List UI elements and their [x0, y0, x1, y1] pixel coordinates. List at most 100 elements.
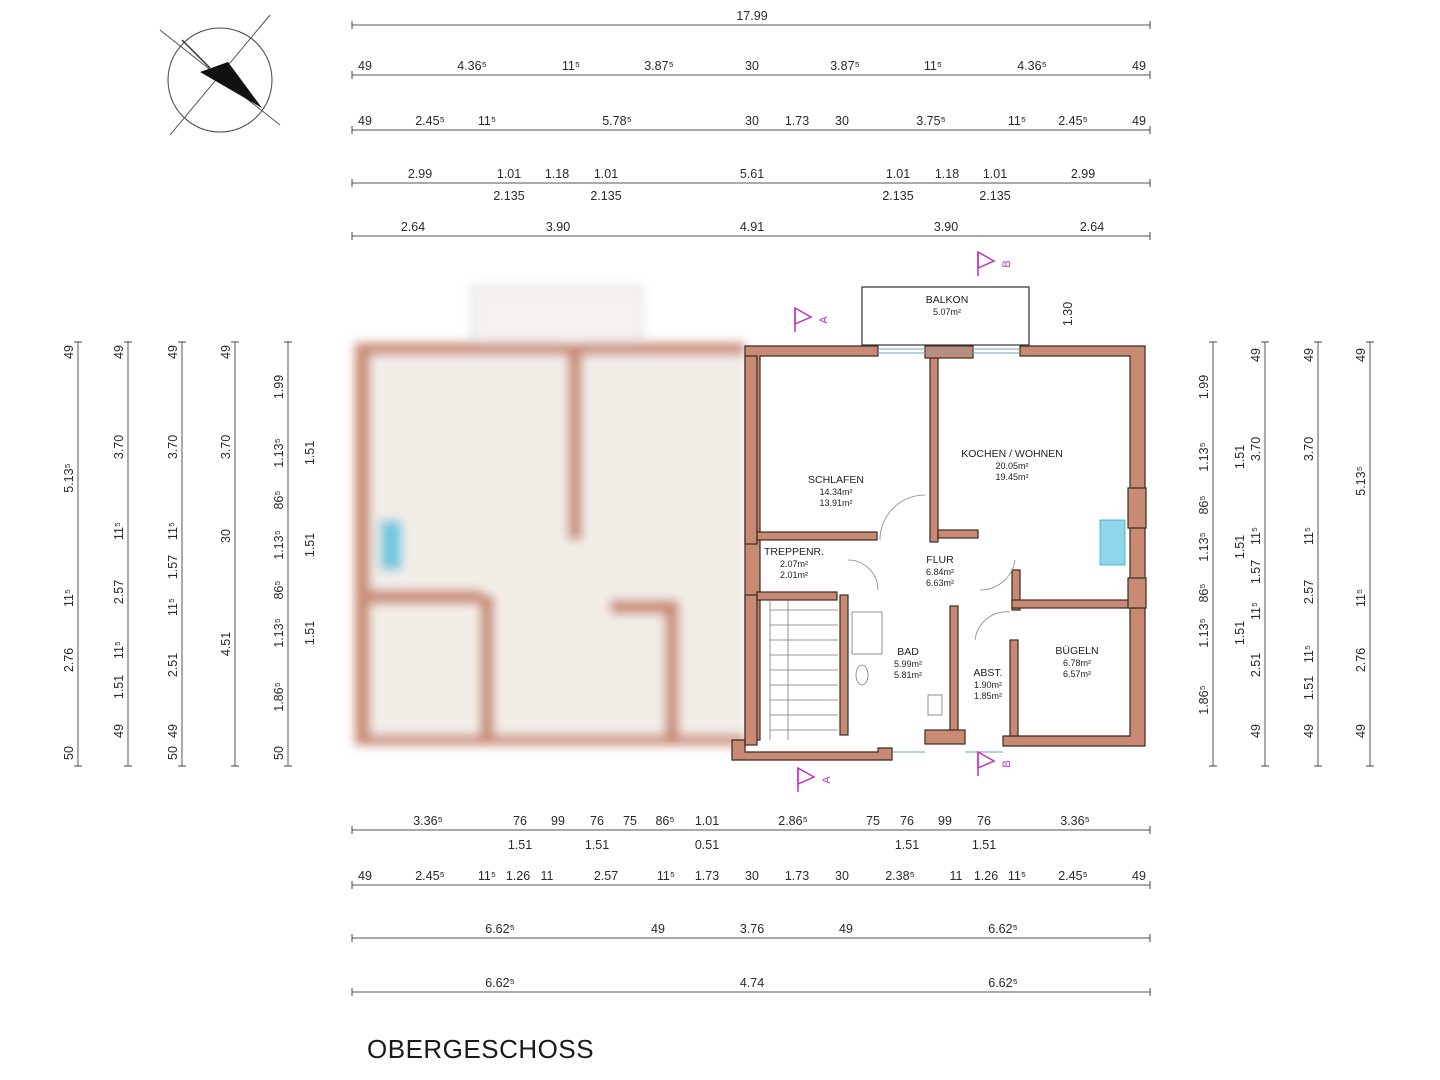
- door-swings: [847, 494, 1016, 641]
- right-dim-label: 11⁵: [1302, 527, 1316, 545]
- bottom-dim-label: 1.51: [972, 838, 996, 852]
- top-dim-label: 3.87⁵: [830, 59, 860, 73]
- bottom-dim-label: 99: [551, 814, 565, 828]
- section-marker-label: A: [818, 316, 830, 324]
- room-name: BALKON: [926, 294, 969, 306]
- left-dim-label: 1.51: [112, 675, 126, 699]
- bottom-dim-label: 1.73: [785, 869, 809, 883]
- left-dim-label: 3.70: [112, 435, 126, 459]
- right-dim-label: 3.70: [1249, 437, 1263, 461]
- left-dim-label: 49: [166, 345, 180, 359]
- bottom-dim-label: 2.57: [594, 869, 618, 883]
- left-dim-label: 1.13⁵: [272, 618, 286, 648]
- blurred-left-apartment: [355, 286, 747, 745]
- top-dim-label: 11⁵: [562, 59, 580, 73]
- top-dim-label: 17.99: [736, 9, 767, 23]
- bottom-dim-label: 3.36⁵: [1060, 814, 1090, 828]
- bottom-dim-label: 11: [541, 869, 554, 883]
- left-dim-label: 4.51: [219, 632, 233, 656]
- left-dim-label: 50: [272, 746, 286, 760]
- bottom-dim-label: 11⁵: [1008, 869, 1026, 883]
- bottom-dim-label: 1.73: [695, 869, 719, 883]
- bottom-dim-label: 3.76: [740, 922, 764, 936]
- bottom-dim-label: 49: [1132, 869, 1146, 883]
- right-dim-label: 1.13⁵: [1197, 618, 1211, 648]
- top-dim-label: 1.18: [545, 167, 569, 181]
- bottom-dim-label: 11: [950, 869, 963, 883]
- right-dim-label: 11⁵: [1354, 589, 1368, 607]
- top-dim-label: 1.18: [935, 167, 959, 181]
- right-dim-label: 1.86⁵: [1197, 685, 1211, 715]
- room-name: KOCHEN / WOHNEN: [961, 448, 1063, 460]
- right-apartment-walls: [731, 345, 1147, 761]
- room-name: BAD: [897, 646, 919, 658]
- right-dim-label: 11⁵: [1249, 527, 1263, 545]
- bottom-dim-label: 1.51: [585, 838, 609, 852]
- right-dim-label: 1.57: [1249, 560, 1263, 584]
- bottom-dim-label: 2.45⁵: [415, 869, 445, 883]
- right-dim-label: 1.13⁵: [1197, 532, 1211, 562]
- room-area-net: 19.45m²: [995, 472, 1028, 482]
- right-dim-label: 49: [1302, 348, 1316, 362]
- left-dim-label: 30: [219, 529, 233, 543]
- bottom-dim-label: 76: [590, 814, 604, 828]
- room-name: FLUR: [926, 554, 954, 566]
- top-dim-label: 3.87⁵: [644, 59, 674, 73]
- bottom-dim-label: 1.51: [508, 838, 532, 852]
- top-dim-label: 2.135: [979, 189, 1010, 203]
- left-dim-label: 1.13⁵: [272, 530, 286, 560]
- room-area: 6.84m²: [926, 567, 954, 577]
- top-dim-label: 49: [358, 114, 372, 128]
- section-marker-icon: B: [977, 250, 1013, 276]
- left-dim-label: 50: [166, 746, 180, 760]
- room-area-net: 6.63m²: [926, 578, 954, 588]
- bathroom-fixtures: [851, 519, 1126, 716]
- dimension-chains: 17.99 49 4.36⁵ 11⁵ 3.87⁵ 30 3.87⁵ 11⁵ 4.36⁵ 49 49 2…: [62, 9, 1374, 996]
- room-area-net: 6.57m²: [1063, 669, 1091, 679]
- left-dim-label: 1.51: [303, 533, 317, 557]
- top-dim-label: 11⁵: [924, 59, 942, 73]
- left-dim-label: 1.99: [272, 375, 286, 399]
- right-dim-label: 1.13⁵: [1197, 442, 1211, 472]
- room-name: TREPPENR.: [764, 546, 824, 558]
- left-dim-label: 49: [112, 724, 126, 738]
- bottom-dim-label: 6.62⁵: [988, 976, 1018, 990]
- bottom-dim-label: 76: [977, 814, 991, 828]
- left-dim-label: 50: [62, 746, 76, 760]
- left-dim-label: 49: [62, 345, 76, 359]
- bottom-dim-label: 49: [651, 922, 665, 936]
- left-dim-label: 1.51: [303, 441, 317, 465]
- left-dim-label: 86⁵: [272, 490, 286, 509]
- right-dim-label: 1.51: [1233, 621, 1247, 645]
- room-area-net: 2.01m²: [780, 570, 808, 580]
- right-dim-label: 86⁵: [1197, 583, 1211, 602]
- top-dim-label: 3.75⁵: [916, 114, 946, 128]
- bottom-dim-label: 30: [745, 869, 759, 883]
- top-dim-label: 30: [835, 114, 849, 128]
- staircase: [769, 600, 838, 740]
- top-dim-label: 1.01: [886, 167, 910, 181]
- right-dim-label: 11⁵: [1302, 645, 1316, 663]
- bottom-dim-label: 6.62⁵: [485, 976, 515, 990]
- top-dim-label: 4.36⁵: [457, 59, 487, 73]
- bottom-dim-label: 75: [866, 814, 880, 828]
- room-area: 6.78m²: [1063, 658, 1091, 668]
- left-dim-label: 1.51: [303, 621, 317, 645]
- top-dim-label: 1.73: [785, 114, 809, 128]
- top-dim-label: 2.135: [882, 189, 913, 203]
- top-dim-label: 30: [745, 59, 759, 73]
- bottom-dim-label: 11⁵: [657, 869, 675, 883]
- top-dim-label: 3.90: [546, 220, 570, 234]
- top-dim-label: 3.90: [934, 220, 958, 234]
- bottom-dim-label: 0.51: [695, 838, 719, 852]
- top-dim-label: 4.36⁵: [1017, 59, 1047, 73]
- left-dim-label: 11⁵: [112, 641, 126, 659]
- bottom-dim-label: 99: [938, 814, 952, 828]
